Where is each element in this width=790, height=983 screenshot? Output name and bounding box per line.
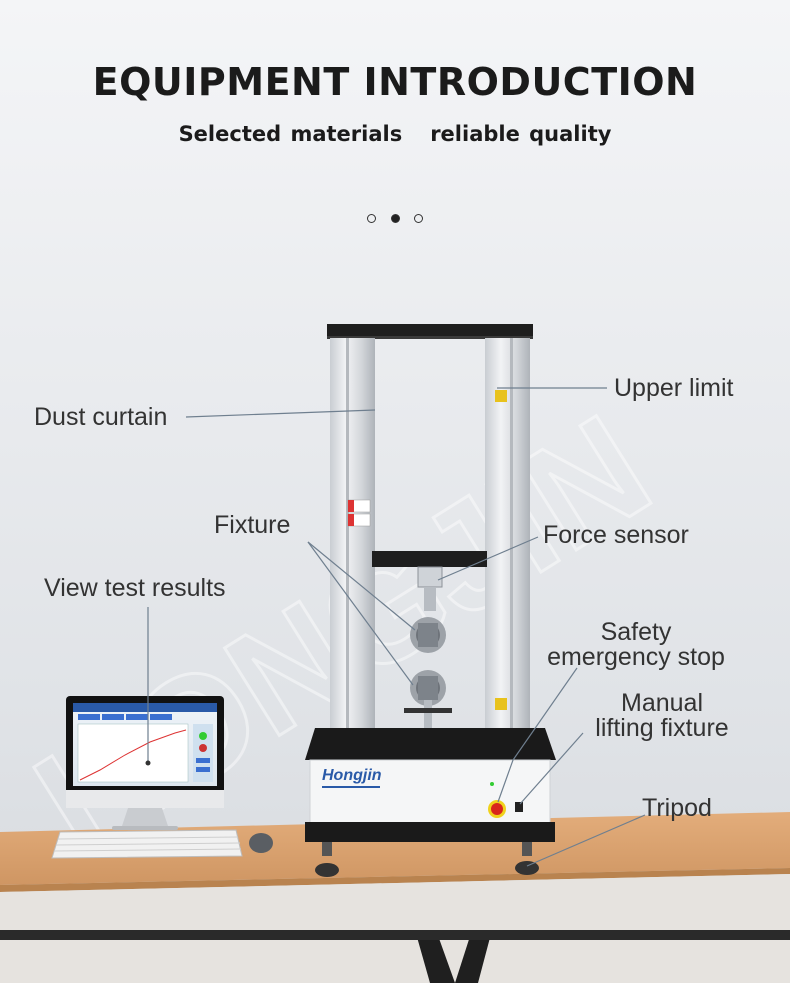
callout-manual-line2: lifting fixture xyxy=(595,714,729,742)
callout-view-test-results: View test results xyxy=(44,574,226,602)
emergency-stop-button xyxy=(491,803,503,815)
callout-dust-curtain: Dust curtain xyxy=(34,403,168,431)
testing-machine: Hongjin xyxy=(305,324,556,877)
callout-force-sensor: Force sensor xyxy=(543,521,689,549)
carousel-dot-1[interactable] xyxy=(367,214,376,223)
callout-upper-limit: Upper limit xyxy=(614,374,734,402)
carousel-dot-3[interactable] xyxy=(414,214,423,223)
callout-leader-lines xyxy=(147,387,646,867)
machine-brand-logo: Hongjin xyxy=(322,767,382,784)
subtitle-left: Selected materials xyxy=(178,122,403,146)
callout-manual-line1: Manual xyxy=(621,689,703,717)
subtitle-right: reliable quality xyxy=(430,122,612,146)
callout-safety-line1: Safety xyxy=(600,618,672,646)
computer-monitor xyxy=(66,696,224,830)
manual-lift-switch xyxy=(515,802,523,812)
callout-manual-lifting-fixture: Manual lifting fixture xyxy=(582,691,742,741)
callout-tripod: Tripod xyxy=(642,794,712,822)
page-title: EQUIPMENT INTRODUCTION xyxy=(92,60,698,104)
callout-safety-emergency-stop: Safety emergency stop xyxy=(530,620,742,670)
wooden-table xyxy=(0,812,790,983)
callout-safety-line2: emergency stop xyxy=(547,643,725,671)
carousel-dot-2[interactable] xyxy=(391,214,400,223)
page-subtitle: Selected materials reliable quality xyxy=(0,122,790,146)
callout-fixture: Fixture xyxy=(214,511,291,539)
keyboard xyxy=(51,829,243,859)
mouse xyxy=(249,833,273,853)
